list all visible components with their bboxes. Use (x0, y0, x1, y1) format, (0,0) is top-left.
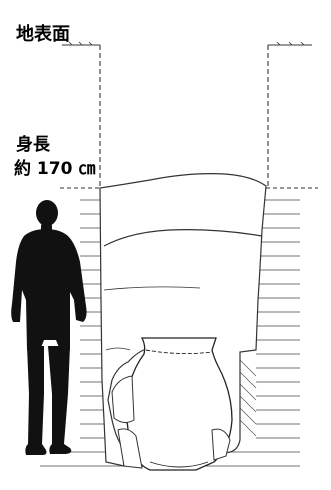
upper-pit-walls (99, 45, 269, 188)
wall-hatching (239, 359, 257, 437)
side-stones (111, 375, 231, 469)
height-label-line2: 約 170 ㎝ (14, 159, 96, 179)
large-jar (126, 337, 233, 471)
ground-surface-label: 地表面 (16, 24, 70, 45)
ground-surface-lines (62, 41, 312, 46)
height-label-line1: 身長 (16, 135, 50, 155)
soil-layers-right (230, 199, 300, 453)
human-silhouette (11, 200, 87, 455)
